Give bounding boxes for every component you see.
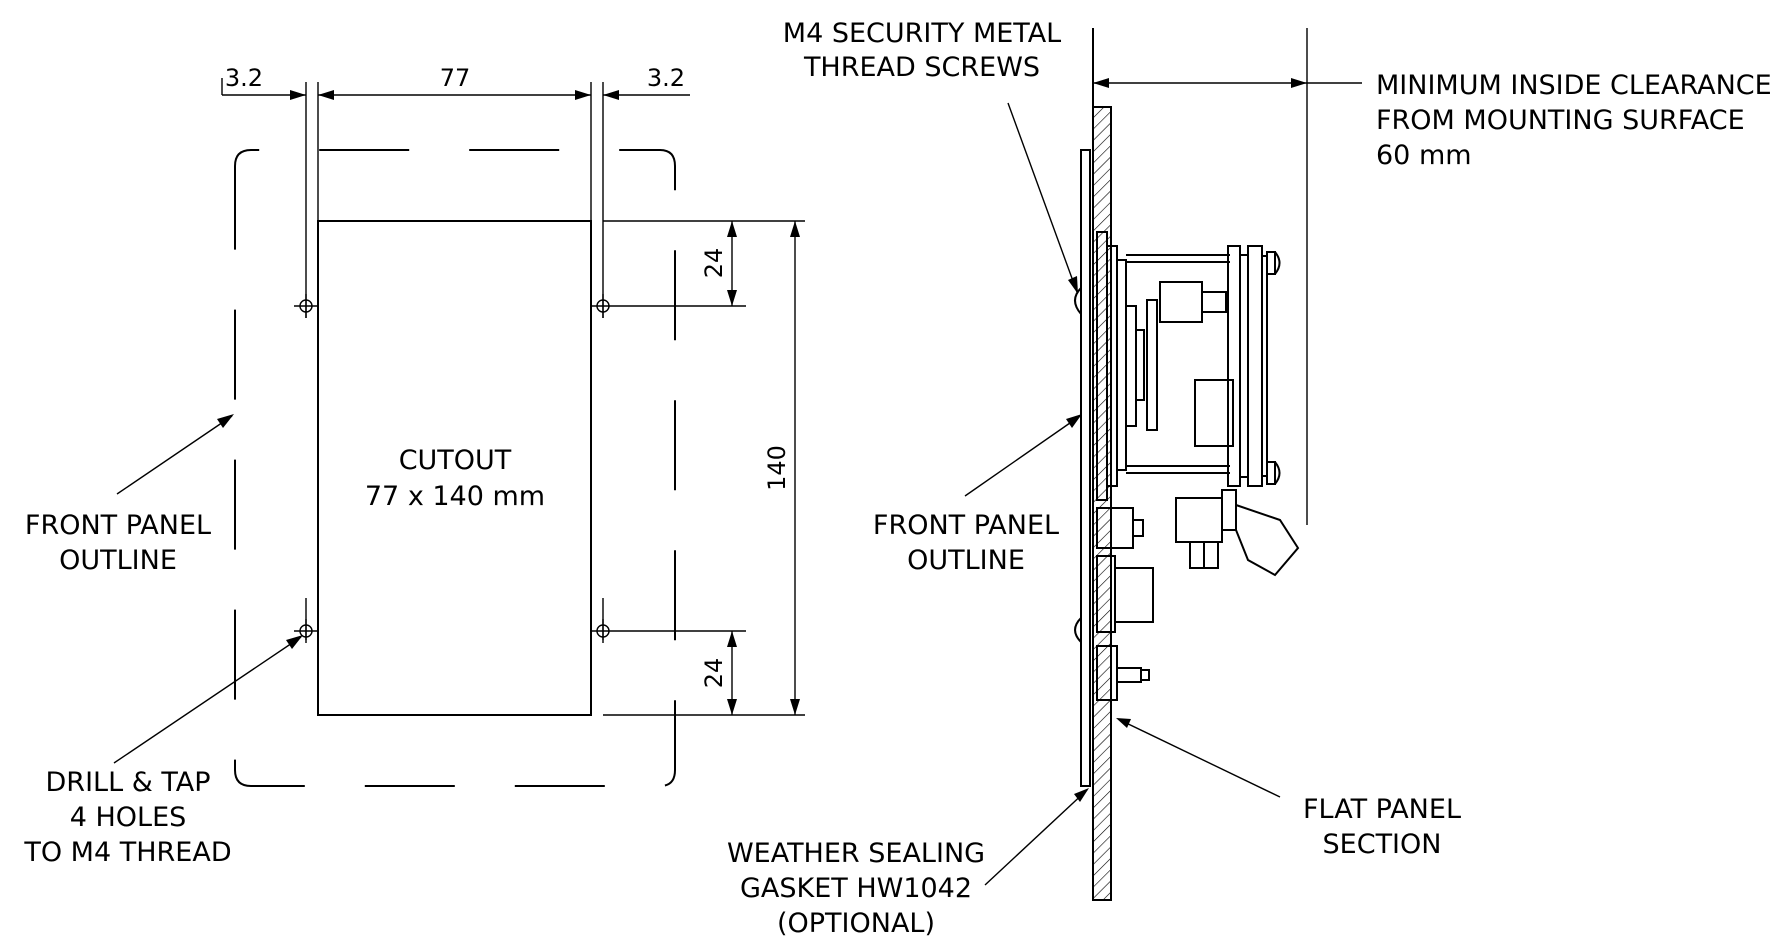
gasket-label-line1: WEATHER SEALING (727, 838, 985, 869)
mounting-hole-br (591, 619, 615, 643)
front-panel-label-right-line1: FRONT PANEL (873, 510, 1059, 541)
mounting-hole-tl (294, 294, 318, 318)
side-view: MINIMUM INSIDE CLEARANCE FROM MOUNTING S… (727, 18, 1772, 939)
front-panel-label-left-line2: OUTLINE (59, 545, 177, 576)
mounting-hole-tr (591, 294, 615, 318)
device-body (1096, 231, 1300, 701)
drill-label-line2: 4 HOLES (70, 802, 187, 833)
front-panel-label-right-line2: OUTLINE (907, 545, 1025, 576)
drill-label-line1: DRILL & TAP (46, 767, 211, 798)
cutout-rectangle (317, 220, 592, 716)
cutout-view: 3.2 77 3.2 (23, 64, 805, 868)
clearance-label-line2: FROM MOUNTING SURFACE (1376, 105, 1745, 136)
clearance-label-line1: MINIMUM INSIDE CLEARANCE (1376, 70, 1772, 101)
drill-label-line3: TO M4 THREAD (23, 837, 231, 868)
dim-left-margin: 3.2 (225, 64, 263, 92)
gasket-label-line2: GASKET HW1042 (740, 873, 972, 904)
mounting-hole-bl (294, 619, 318, 643)
flat-panel-section (1092, 106, 1112, 901)
dim-width: 77 (440, 64, 471, 92)
flat-panel-label-line1: FLAT PANEL (1303, 794, 1461, 825)
dim-right-margin: 3.2 (647, 64, 685, 92)
dim-height: 140 (763, 445, 791, 491)
gasket-label-line3: (OPTIONAL) (777, 908, 935, 939)
front-panel-plate (1080, 149, 1091, 787)
dim-bottom-offset: 24 (700, 658, 728, 689)
dim-top-offset: 24 (700, 248, 728, 279)
flat-panel-label-line2: SECTION (1323, 829, 1442, 860)
cutout-label-line1: CUTOUT (399, 445, 512, 476)
cutout-label-line2: 77 x 140 mm (365, 481, 545, 512)
front-panel-label-left-line1: FRONT PANEL (25, 510, 211, 541)
front-panel-outline-dashed (234, 149, 676, 787)
screws-label-line2: THREAD SCREWS (803, 52, 1040, 83)
screws-label-line1: M4 SECURITY METAL (783, 18, 1061, 49)
clearance-label-line3: 60 mm (1376, 140, 1472, 171)
